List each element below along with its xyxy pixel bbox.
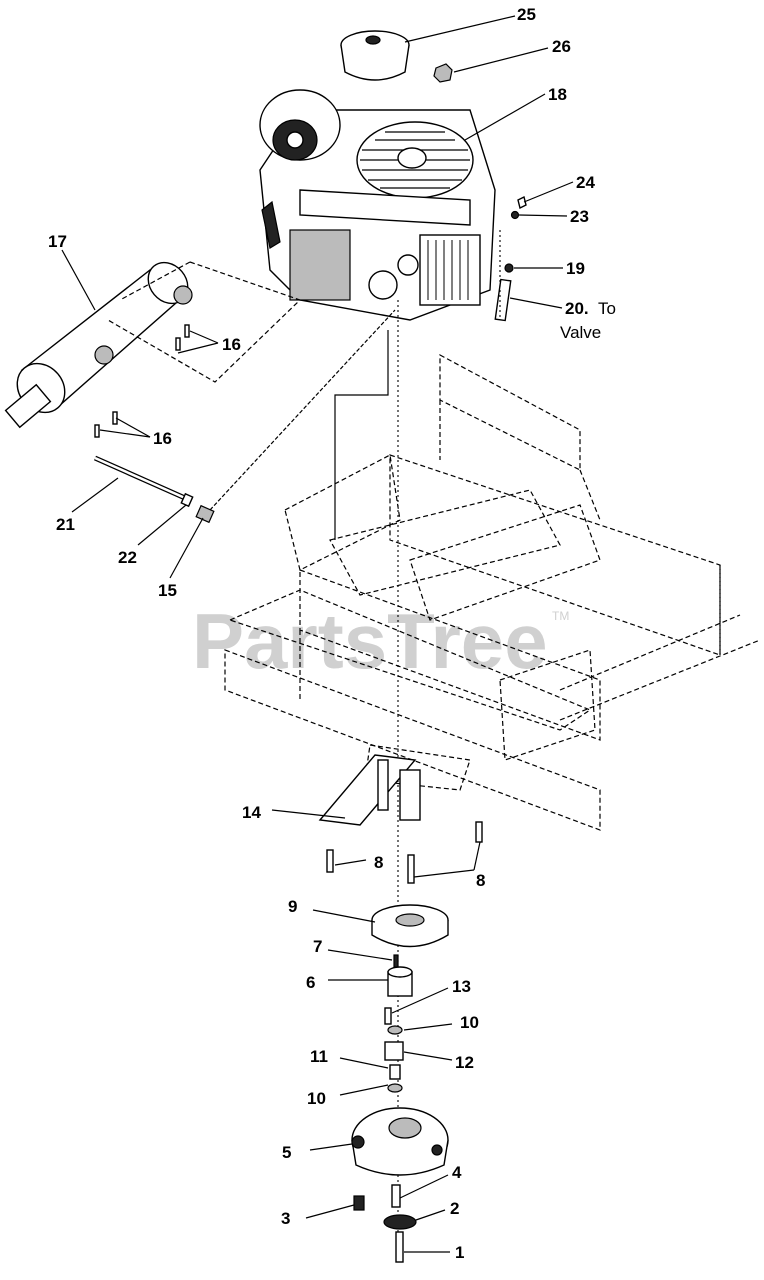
muffler xyxy=(4,261,193,429)
callout-17: 17 xyxy=(48,232,67,251)
callout-7: 7 xyxy=(313,937,322,956)
callout-5: 5 xyxy=(282,1143,291,1162)
callout-13: 13 xyxy=(452,977,471,996)
callout-2: 2 xyxy=(450,1199,459,1218)
callout-22: 22 xyxy=(118,548,137,567)
callout-16-upper: 16 xyxy=(222,335,241,354)
callout-16-lower: 16 xyxy=(153,429,172,448)
bolts xyxy=(326,821,483,884)
washer-2 xyxy=(383,1214,417,1230)
watermark-text: PartsTree xyxy=(192,597,548,685)
callout-25: 25 xyxy=(517,5,536,24)
callout-10-lower: 10 xyxy=(307,1089,326,1108)
callout-labels: 25 26 18 24 23 19 20. To Valve 17 16 16 … xyxy=(48,5,616,1262)
callout-24: 24 xyxy=(576,173,595,192)
pulley xyxy=(371,904,449,948)
bolt-1 xyxy=(395,1231,404,1263)
callout-20: 20. xyxy=(565,299,589,318)
exhaust-routing xyxy=(107,261,302,383)
callout-21: 21 xyxy=(56,515,75,534)
spacer xyxy=(387,966,413,997)
callout-4: 4 xyxy=(452,1163,462,1182)
pin xyxy=(391,1184,401,1208)
assembly-centerline xyxy=(334,300,399,1245)
callout-6: 6 xyxy=(306,973,315,992)
callout-12: 12 xyxy=(455,1053,474,1072)
key xyxy=(393,954,399,968)
callout-26: 26 xyxy=(552,37,571,56)
washer-upper xyxy=(387,1025,403,1035)
leader-lines xyxy=(61,15,574,1253)
callout-11: 11 xyxy=(310,1047,328,1066)
small-hardware-right xyxy=(494,195,527,322)
callout-8-right: 8 xyxy=(476,871,485,890)
callout-23: 23 xyxy=(570,207,589,226)
callout-19: 19 xyxy=(566,259,585,278)
callout-3: 3 xyxy=(281,1209,290,1228)
watermark-trademark: TM xyxy=(552,609,569,623)
bolt-13 xyxy=(384,1007,392,1025)
cover-knob xyxy=(433,63,453,83)
callout-8-left: 8 xyxy=(374,853,383,872)
callout-9: 9 xyxy=(288,897,297,916)
callout-14: 14 xyxy=(242,803,261,822)
clutch-bracket xyxy=(318,754,421,826)
fuel-line xyxy=(93,309,396,524)
frame-chassis xyxy=(224,353,761,831)
callout-15: 15 xyxy=(158,581,177,600)
bushing xyxy=(384,1041,404,1061)
air-cleaner-cover xyxy=(340,30,410,81)
callout-20-note-valve: Valve xyxy=(560,323,601,342)
callout-18: 18 xyxy=(548,85,567,104)
pto-clutch xyxy=(351,1107,449,1176)
engine-assembly xyxy=(259,89,496,321)
callout-10-upper: 10 xyxy=(460,1013,479,1032)
washer-lower xyxy=(387,1083,403,1093)
callout-1: 1 xyxy=(455,1243,464,1262)
nut xyxy=(353,1195,365,1211)
spacer-11 xyxy=(389,1064,401,1080)
callout-20-note-to: To xyxy=(598,299,616,318)
